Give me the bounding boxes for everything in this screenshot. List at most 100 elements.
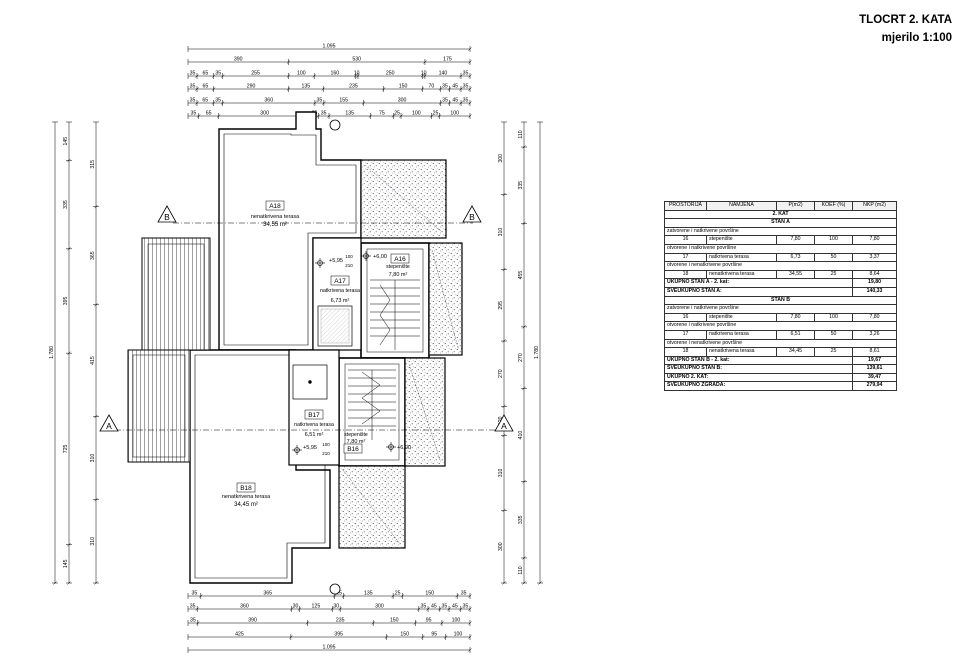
deck-upper-left — [141, 237, 211, 351]
dimension-label: 290 — [247, 84, 256, 90]
table-cell: 7,80 — [852, 235, 897, 245]
area-table: PROSTORIJA NAMJENA P(m2) KOEF (%) NKP (m… — [664, 201, 897, 392]
table-row: UKUPNO STAN A - 2. kat:19,80 — [664, 278, 897, 288]
dimension-label: 100 — [450, 111, 459, 117]
table-cell: UKUPNO 2. KAT: — [664, 372, 853, 383]
table-row: zatvorene i natkrivene površine — [664, 226, 897, 237]
table-cell: SVEUKUPNO ZGRADA: — [664, 381, 853, 392]
table-cell: 3,37 — [852, 252, 897, 263]
dimension-label: 310 — [498, 228, 504, 237]
door-a-height: 210 — [345, 263, 353, 268]
room-b16-id: B16 — [347, 446, 359, 453]
level-a-stair: +6,00 — [373, 254, 387, 260]
dimension-label: 300 — [498, 542, 504, 551]
table-cell: 17 — [664, 252, 707, 263]
dimension-label: 410 — [518, 431, 524, 440]
table-cell: otvorene i natkrivene površine — [664, 321, 897, 331]
section-label-a-right: A — [501, 421, 507, 431]
table-row: STAN B — [664, 295, 897, 306]
dimension-label: 310 — [498, 468, 504, 477]
dimension-label: 175 — [443, 57, 452, 63]
room-a17-name: natkrivena terasa — [320, 288, 360, 294]
dimension-label: 365 — [263, 591, 272, 597]
dimension-label: 35 — [461, 591, 467, 597]
room-b18-id: B18 — [240, 485, 252, 492]
dimension-label: 10 — [354, 71, 360, 77]
level-a-terrace: +5,95 — [329, 258, 343, 264]
dimension-label: 425 — [235, 632, 244, 638]
dimension-label: 335 — [518, 181, 524, 190]
dimension-label: 110 — [518, 130, 524, 138]
area-table-header: PROSTORIJA NAMJENA P(m2) KOEF (%) NKP (m… — [664, 201, 897, 211]
room-b16-name: stepenište — [344, 432, 368, 438]
table-cell: 100 — [814, 235, 853, 245]
col-header: PROSTORIJA — [664, 201, 707, 211]
dimension-label: 395 — [334, 632, 343, 638]
table-cell: SVEUKUPNO STAN B: — [664, 364, 853, 374]
col-header: NKP (m2) — [852, 201, 897, 211]
dimension-label: 70 — [428, 84, 434, 90]
dimension-label: 1.780 — [49, 346, 55, 359]
table-row: SVEUKUPNO ZGRADA:279,94 — [664, 381, 897, 392]
table-cell: zatvorene i natkrivene površine — [664, 226, 897, 237]
table-cell: 25 — [814, 269, 853, 280]
drawing-scale: mjerilo 1:100 — [881, 32, 952, 44]
dimension-label: 360 — [240, 604, 249, 610]
dimension-label: 100 — [297, 71, 306, 77]
table-cell: 19,67 — [852, 355, 897, 366]
table-cell: 7,80 — [852, 312, 897, 323]
table-cell: UKUPNO STAN A - 2. kat: — [664, 278, 853, 288]
table-cell: 18 — [664, 347, 707, 357]
building — [127, 111, 463, 584]
table-row: otvorene i nenatkrivene površine — [664, 338, 897, 349]
dimension-label: 35 — [463, 604, 469, 610]
dimension-label: 35 — [316, 98, 322, 104]
dimension-label: 45 — [452, 604, 458, 610]
table-cell: nenatkrivena terasa — [706, 347, 777, 357]
dimension-label: 35 — [442, 98, 448, 104]
dimension-label: 335 — [63, 200, 69, 209]
table-cell: 7,80 — [776, 235, 815, 245]
dimension-label: 235 — [349, 84, 358, 90]
dimension-label: 35 — [463, 71, 469, 77]
dimension-label: 135 — [301, 84, 310, 90]
dimension-label: 125 — [312, 604, 321, 610]
dimension-label: 35 — [463, 84, 469, 90]
door-b-width: 100 — [322, 442, 330, 447]
dimension-label: 365 — [90, 251, 96, 260]
dimension-label: 35 — [190, 618, 196, 624]
table-cell: 7,80 — [776, 312, 815, 323]
dimension-label: 150 — [390, 618, 399, 624]
room-b16-area: 7,80 m² — [347, 439, 366, 445]
room-b18-area: 34,45 m² — [234, 502, 258, 508]
table-cell: 17 — [664, 329, 707, 340]
dimension-label: 35 — [215, 98, 221, 104]
dimension-label: 150 — [399, 84, 408, 90]
table-cell: natkrivena terasa — [706, 252, 777, 263]
dimension-label: 250 — [386, 71, 395, 77]
dimension-label: 75 — [379, 111, 385, 117]
table-cell: 50 — [814, 329, 853, 340]
dimension-label: 35 — [463, 98, 469, 104]
dimension-label: 530 — [352, 57, 361, 63]
table-cell: 139,61 — [852, 364, 897, 374]
drawing-title: TLOCRT 2. KATA — [859, 14, 952, 26]
dimension-label: 300 — [498, 154, 504, 163]
room-a16-id: A16 — [394, 256, 406, 263]
dimension-label: 145 — [63, 137, 69, 146]
gravel-roof-right-b — [404, 357, 446, 467]
table-row: zatvorene i natkrivene površine — [664, 304, 897, 314]
table-cell: 279,94 — [852, 381, 897, 392]
table-cell: 6,51 — [776, 329, 815, 340]
col-header: NAMJENA — [706, 201, 777, 211]
dimension-label: 35 — [321, 111, 327, 117]
table-cell: 50 — [814, 252, 853, 263]
dimension-label: 160 — [330, 71, 339, 77]
deck-lower-left — [127, 349, 191, 463]
dimension-label: 315 — [90, 160, 96, 169]
dimension-label: 35 — [192, 591, 198, 597]
